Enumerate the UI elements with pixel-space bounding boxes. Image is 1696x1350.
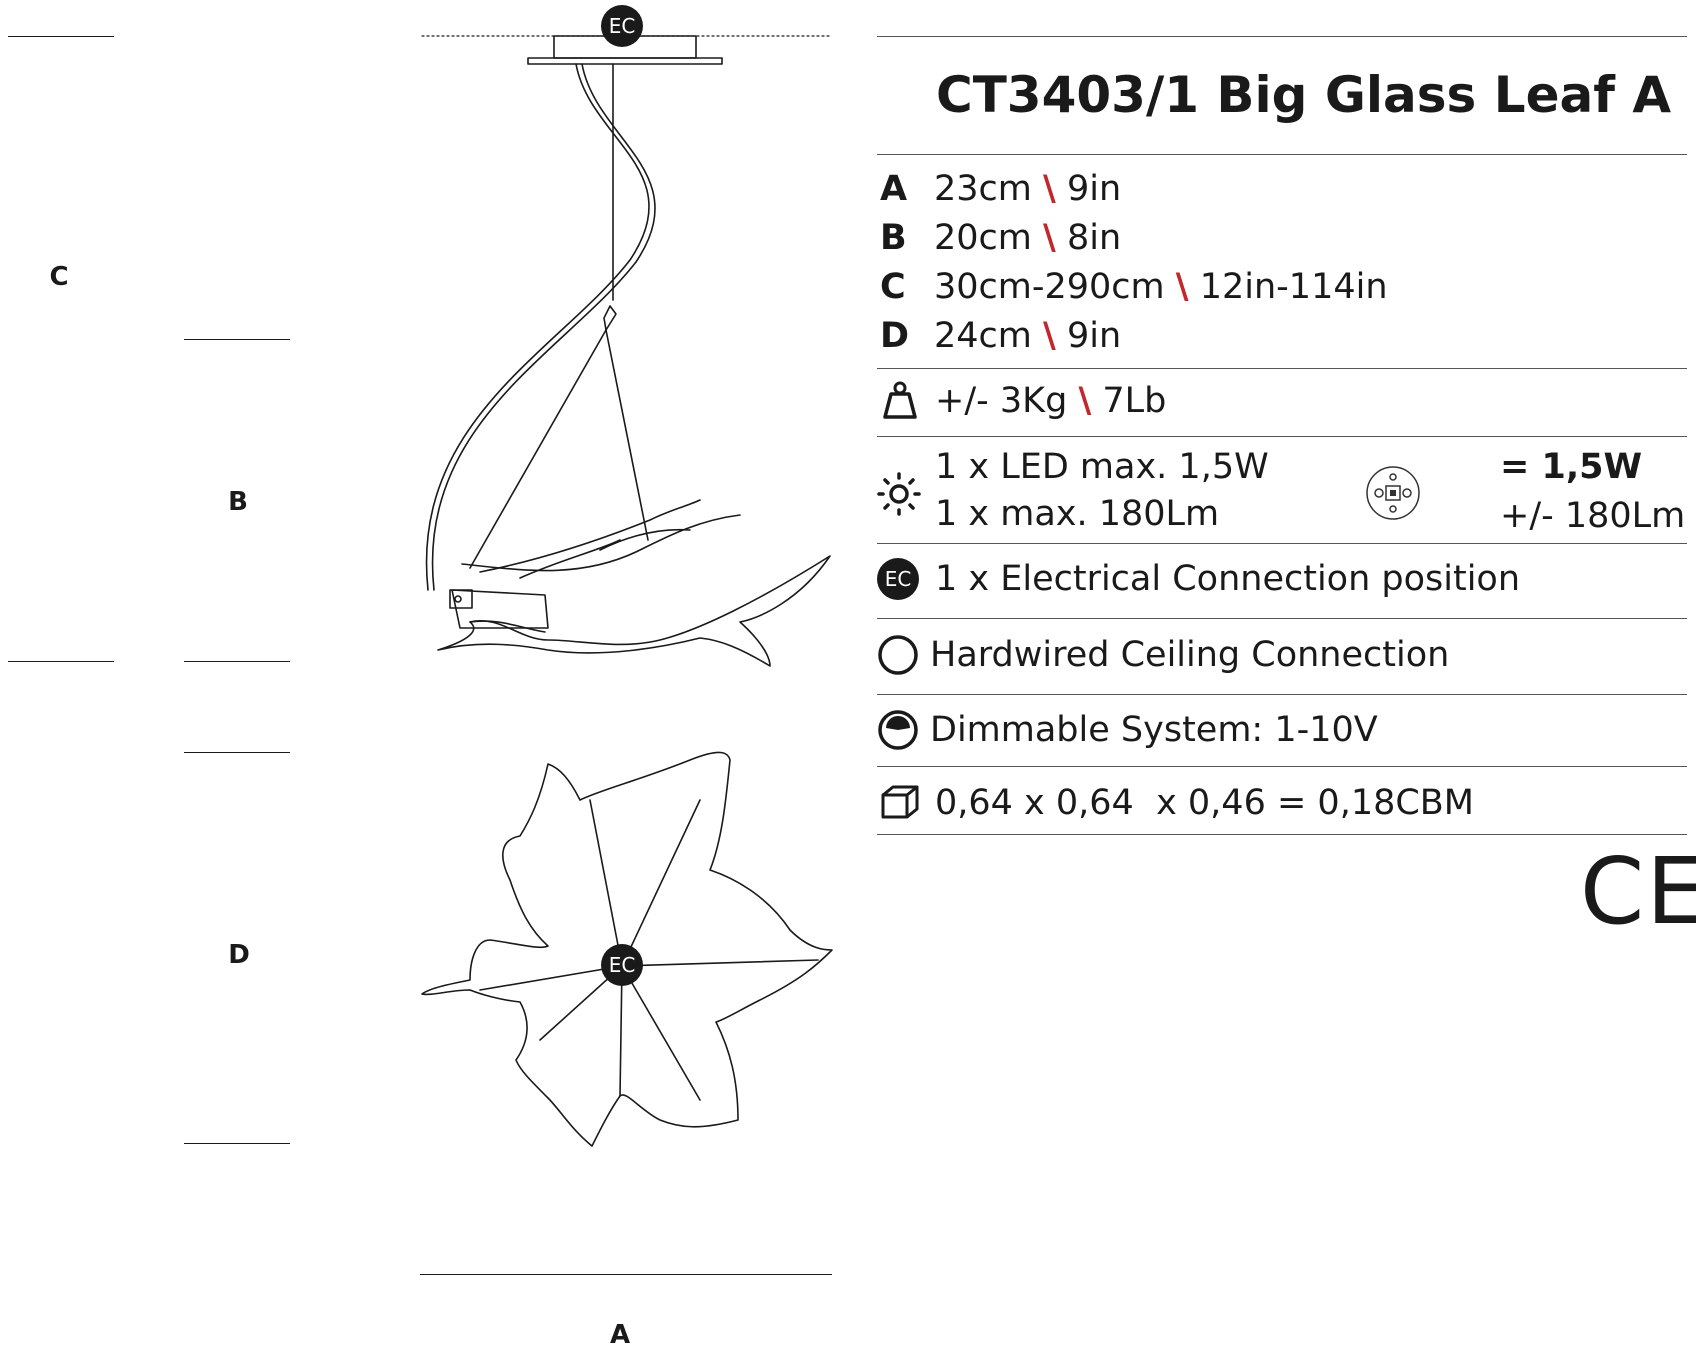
circle-icon: [878, 635, 918, 675]
dim-d-top-line: [184, 752, 290, 753]
dimension-letter: D: [880, 316, 910, 356]
dimension-row-d: D 24cm \ 9in: [880, 315, 1121, 357]
rule-under-light: [877, 543, 1687, 544]
dim-b-bottom-line: [184, 661, 290, 662]
dimension-letter: B: [880, 218, 907, 258]
light-total-power: = 1,5W: [1500, 447, 1643, 487]
weight-icon: [883, 381, 917, 419]
dim-label-c: C: [49, 262, 69, 292]
dimension-imperial: 8in: [1066, 218, 1122, 258]
rule-under-ec: [877, 618, 1687, 619]
light-line-1: 1 x LED max. 1,5W: [935, 447, 1269, 487]
lamp-drawing: [421, 35, 833, 1147]
dimension-metric: 20cm: [934, 218, 1032, 258]
dimension-imperial: 12in-114in: [1199, 267, 1388, 307]
rule-under-weight: [877, 436, 1687, 437]
separator: \: [1175, 267, 1189, 307]
separator: \: [1043, 316, 1056, 356]
separator: \: [1078, 381, 1092, 421]
separator: \: [1043, 218, 1056, 258]
ce-mark: CE: [1580, 838, 1696, 945]
dimmable-text: Dimmable System: 1-10V: [930, 710, 1378, 750]
light-total-lumen: +/- 180Lm: [1500, 496, 1686, 536]
hardwired-text: Hardwired Ceiling Connection: [930, 635, 1450, 675]
dimension-row-a: A 23cm \ 9in: [880, 168, 1121, 210]
rule-under-hardwired: [877, 694, 1687, 695]
dim-c-top-line: [8, 36, 114, 37]
dimension-letter: A: [880, 169, 908, 209]
rule-under-title: [877, 154, 1687, 155]
dimension-letter: C: [880, 267, 906, 307]
light-line-2: 1 x max. 180Lm: [935, 494, 1220, 534]
dimension-metric: 30cm-290cm: [934, 267, 1165, 307]
box-icon: [881, 785, 919, 819]
dimmer-icon: [878, 710, 918, 750]
dimension-row-c: C 30cm-290cm \ 12in-114in: [880, 266, 1388, 308]
ec-badge-plan: EC: [601, 944, 643, 986]
dimension-metric: 24cm: [934, 316, 1032, 356]
dim-label-a: A: [609, 1320, 631, 1350]
rule-under-dimensions: [877, 368, 1687, 369]
separator: \: [1043, 169, 1056, 209]
dim-b-top-line: [184, 339, 290, 340]
ec-connection-text: 1 x Electrical Connection position: [935, 559, 1521, 599]
ec-badge-top: EC: [601, 5, 643, 47]
led-chip-icon: [1366, 466, 1420, 520]
dimension-imperial: 9in: [1066, 169, 1122, 209]
sun-icon: [877, 472, 921, 516]
dim-label-d: D: [228, 940, 250, 970]
rule-top: [877, 36, 1687, 37]
weight-imperial: 7Lb: [1102, 381, 1167, 421]
rule-under-dimmable: [877, 766, 1687, 767]
rule-under-packaging: [877, 834, 1687, 835]
ec-connection-badge: EC: [877, 558, 919, 600]
dim-c-bottom-line: [8, 661, 114, 662]
product-title: CT3403/1 Big Glass Leaf A: [936, 66, 1672, 124]
dim-d-bottom-line: [184, 1143, 290, 1144]
dim-a-line: [420, 1274, 832, 1275]
dimension-row-b: B 20cm \ 8in: [880, 217, 1121, 259]
dim-label-b: B: [228, 487, 248, 517]
dimension-imperial: 9in: [1066, 316, 1122, 356]
dimension-metric: 23cm: [934, 169, 1032, 209]
weight-metric: +/- 3Kg: [935, 381, 1068, 421]
packaging-text: 0,64 x 0,64 x 0,46 = 0,18CBM: [935, 783, 1474, 823]
weight-row: +/- 3Kg \ 7Lb: [935, 380, 1166, 422]
